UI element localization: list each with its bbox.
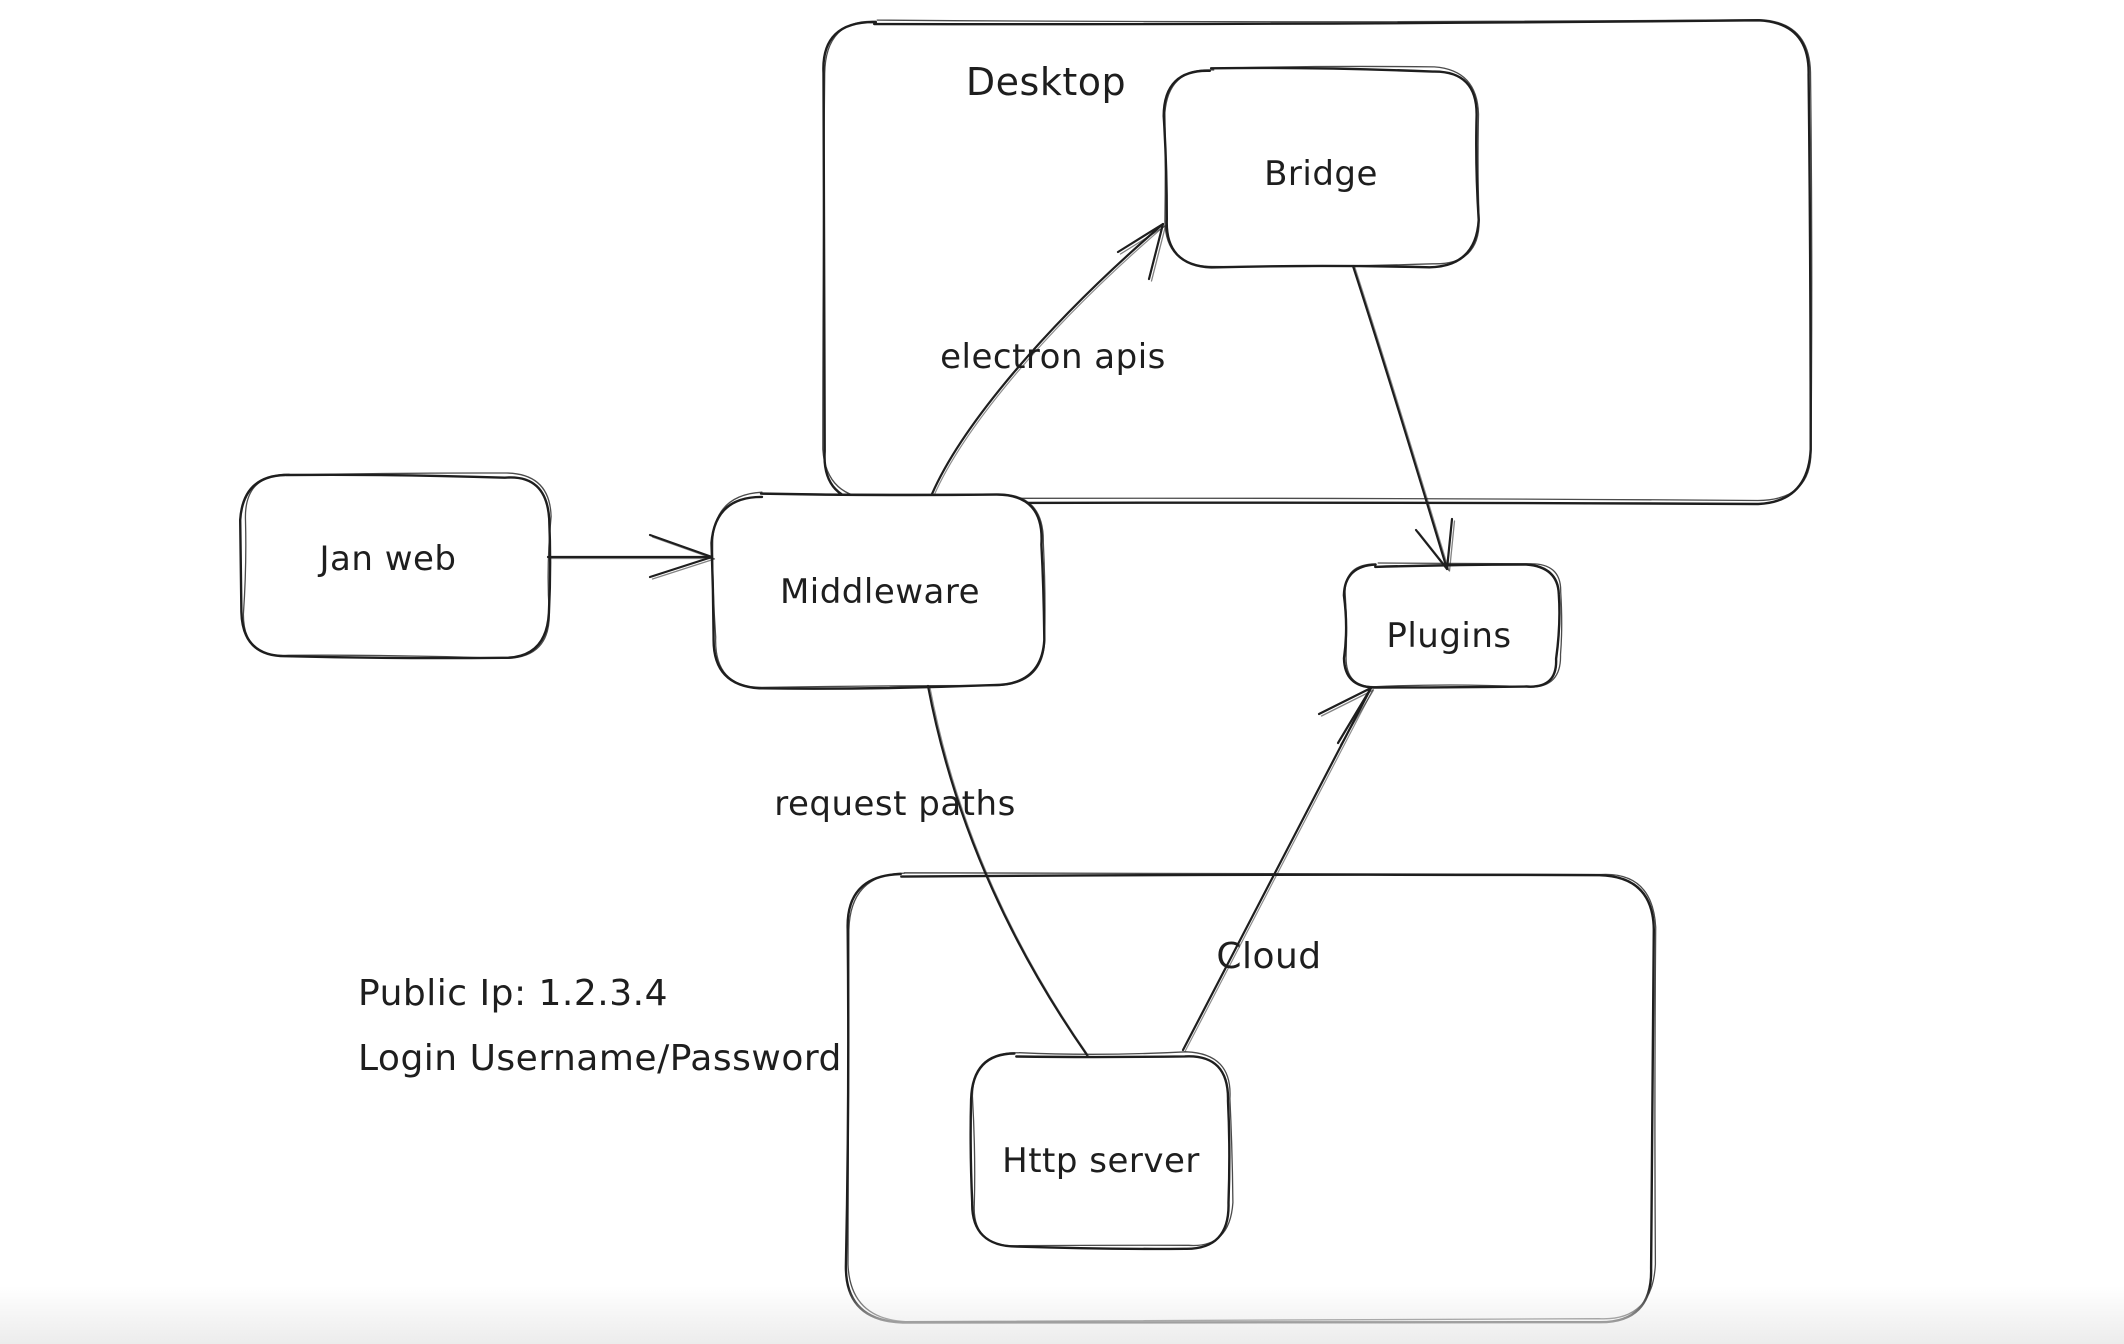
node-http-server-label[interactable]: Http server [1002,1141,1200,1181]
node-jan-web-label[interactable]: Jan web [317,539,456,579]
container-cloud[interactable]: Cloud [844,872,1657,1325]
edge-middleware-to-bridge-arrowhead-icon [1116,222,1165,281]
node-middleware[interactable]: Middleware [710,491,1046,690]
edge-middleware-to-httpserver[interactable] [926,684,1090,1058]
edge-middleware-to-bridge-sketch-stroke [933,224,1166,497]
edge-bridge-to-plugins[interactable] [1351,264,1456,572]
edge-janweb-to-middleware-arrowhead-icon [648,533,714,579]
node-http-server-sketch-stroke [971,1051,1234,1247]
node-bridge[interactable]: Bridge [1162,65,1480,269]
edge-middleware-to-bridge-arrowhead-sketch [1119,225,1167,282]
node-jan-web-sketch-stroke [242,472,552,660]
node-http-server-outline[interactable] [969,1052,1231,1251]
node-middleware-sketch-stroke [711,491,1046,689]
node-jan-web[interactable]: Jan web [239,472,552,660]
container-desktop-label[interactable]: Desktop [966,60,1126,104]
edge-bridge-to-plugins-sketch-stroke [1354,266,1450,572]
edge-middleware-to-bridge-line[interactable] [930,222,1165,496]
edge-httpserver-to-plugins-arrowhead-icon [1317,686,1373,745]
node-plugins-sketch-stroke [1344,562,1563,688]
edge-label-electron-apis[interactable]: electron apis [940,337,1166,377]
container-desktop-sketch-stroke [822,18,1813,502]
edge-middleware-to-bridge[interactable] [930,222,1167,497]
edge-bridge-to-plugins-arrowhead-sketch [1417,520,1456,572]
annotation-public-ip[interactable]: Public Ip: 1.2.3.4 [358,973,668,1014]
node-plugins[interactable]: Plugins [1342,562,1563,689]
node-plugins-label[interactable]: Plugins [1386,616,1511,656]
edge-middleware-to-httpserver-line[interactable] [926,684,1089,1057]
annotation-login-credentials[interactable]: Login Username/Password [358,1038,842,1079]
edge-label-request-paths[interactable]: request paths [774,784,1016,824]
edge-httpserver-to-plugins[interactable] [1181,686,1375,1053]
edge-bridge-to-plugins-arrowhead-icon [1414,517,1454,571]
edge-httpserver-to-plugins-sketch-stroke [1184,688,1374,1053]
node-bridge-sketch-stroke [1164,65,1480,268]
edge-httpserver-to-plugins-line[interactable] [1181,686,1373,1052]
node-bridge-label[interactable]: Bridge [1264,154,1378,194]
edge-httpserver-to-plugins-arrowhead-sketch [1320,689,1375,746]
edge-bridge-to-plugins-line[interactable] [1351,264,1449,571]
node-http-server[interactable]: Http server [969,1051,1234,1251]
edge-janweb-to-middleware[interactable] [546,533,716,580]
edge-janweb-to-middleware-arrowhead-sketch [651,536,716,580]
node-middleware-label[interactable]: Middleware [780,572,980,612]
edge-middleware-to-httpserver-sketch-stroke [929,686,1090,1058]
